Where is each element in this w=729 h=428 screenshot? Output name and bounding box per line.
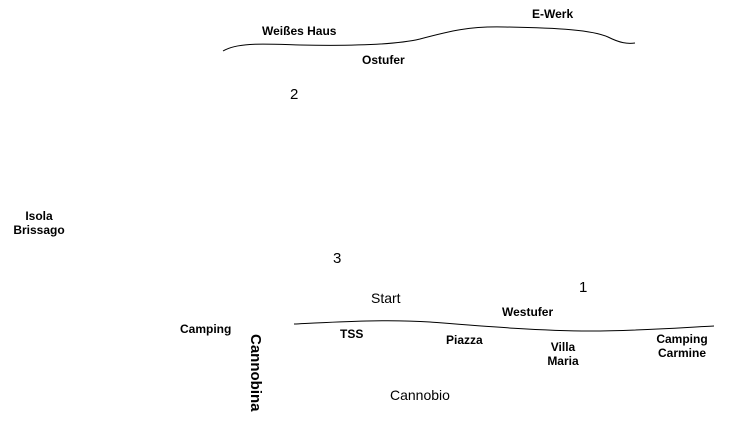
label-cannobio: Cannobio	[390, 387, 450, 403]
marker-1: 1	[579, 279, 588, 296]
east-shoreline	[222, 26, 636, 52]
label-piazza: Piazza	[446, 333, 483, 347]
label-start: Start	[371, 290, 401, 306]
label-isola-brissago-line2: Brissago	[13, 222, 65, 237]
label-villa-maria-line1: Villa	[550, 340, 576, 354]
label-ostufer: Ostufer	[362, 53, 405, 67]
label-camping-carmine: Camping Carmine	[652, 332, 712, 361]
label-isola-brissago: Isola Brissago	[10, 209, 68, 238]
label-cannobina: Cannobina	[247, 334, 264, 412]
label-weisses-haus: Weißes Haus	[262, 24, 337, 38]
marker-3: 3	[333, 250, 342, 267]
label-e-werk: E-Werk	[532, 7, 574, 21]
label-camping-carmine-line1: Camping	[656, 332, 708, 346]
label-villa-maria-line2: Maria	[547, 353, 579, 368]
label-camping-carmine-line2: Carmine	[657, 345, 707, 360]
label-westufer: Westufer	[502, 305, 554, 319]
label-camping: Camping	[180, 322, 232, 336]
label-villa-maria: Villa Maria	[540, 340, 586, 369]
west-shoreline	[293, 320, 715, 332]
label-tss: TSS	[340, 327, 364, 341]
marker-2: 2	[290, 86, 299, 103]
label-isola-brissago-line1: Isola	[25, 209, 53, 223]
